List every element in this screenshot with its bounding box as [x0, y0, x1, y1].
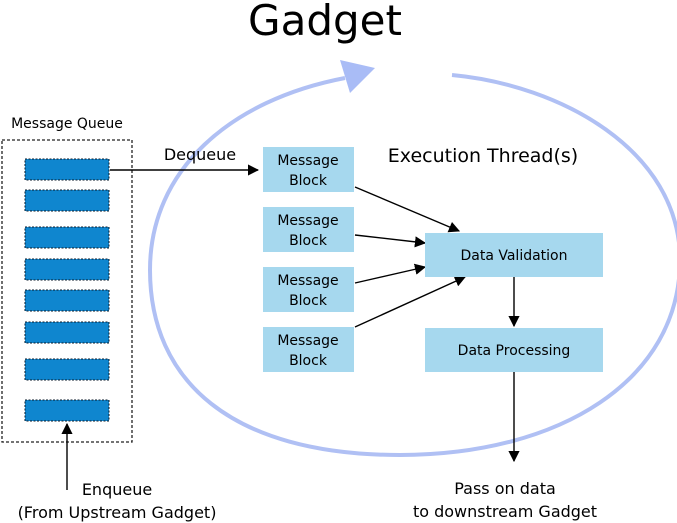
message-block-line2: Block [289, 233, 328, 249]
queue-item [24, 399, 110, 422]
message-block-line1: Message [277, 213, 338, 229]
data-processing-label: Data Processing [458, 343, 571, 359]
queue-item [24, 258, 110, 281]
message-block: Message Block [263, 327, 354, 372]
pass-on-line2: to downstream Gadget [413, 502, 597, 521]
queue-item [24, 358, 110, 381]
message-block: Message Block [263, 267, 354, 312]
block-to-validation-arrow [354, 276, 467, 328]
enqueue-line2: (From Upstream Gadget) [18, 503, 217, 522]
block-to-validation-arrow [354, 263, 427, 284]
message-block-line1: Message [277, 273, 338, 289]
message-block-line1: Message [277, 153, 338, 169]
message-block: Message Block [263, 207, 354, 252]
pass-on-line1: Pass on data [454, 479, 556, 498]
message-block-line1: Message [277, 333, 338, 349]
message-block-line2: Block [289, 353, 328, 369]
queue-item [24, 289, 110, 312]
block-to-validation-arrow [354, 234, 427, 248]
queue-item [24, 158, 110, 181]
execution-cycle [147, 73, 677, 458]
message-queue-items [24, 158, 110, 422]
queue-item [24, 321, 110, 344]
block-to-validation-arrow [354, 186, 461, 233]
message-block-line2: Block [289, 173, 328, 189]
execution-thread-label: Execution Thread(s) [388, 145, 578, 167]
diagram-title: Gadget [248, 0, 402, 45]
message-block-line2: Block [289, 293, 328, 309]
message-queue-label: Message Queue [11, 116, 123, 132]
data-validation-box: Data Validation [425, 233, 603, 277]
enqueue-line1: Enqueue [82, 480, 152, 499]
dequeue-label: Dequeue [164, 145, 236, 164]
data-validation-label: Data Validation [460, 248, 567, 264]
queue-item [24, 226, 110, 249]
queue-item [24, 189, 110, 212]
data-processing-box: Data Processing [425, 328, 603, 372]
cycle-arrow-icon [340, 60, 375, 93]
message-block: Message Block [263, 147, 354, 192]
